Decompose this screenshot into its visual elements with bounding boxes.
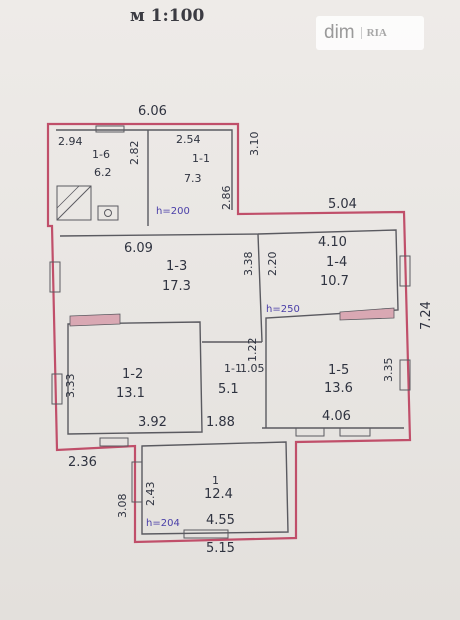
dim-2-86: 2.86 <box>220 186 233 211</box>
room-id-1-1a: 1-1 <box>192 152 210 165</box>
dim-2-20: 2.20 <box>266 252 279 277</box>
outer-wall <box>46 122 412 544</box>
oven-left-icon <box>69 313 121 327</box>
inner-walls <box>56 129 404 535</box>
dim-2-54: 2.54 <box>176 133 201 146</box>
dim-4-10: 4.10 <box>318 235 347 250</box>
room-area-1-3: 17.3 <box>162 279 191 294</box>
window-marks <box>49 125 411 539</box>
room-id-1-6: 1-6 <box>92 148 110 161</box>
dim-3-38: 3.38 <box>242 252 255 277</box>
dim-2-82: 2.82 <box>128 141 141 166</box>
room-id-1-1b: 1-1 <box>224 362 242 375</box>
dim-2-94: 2.94 <box>58 135 83 148</box>
room-id-1: 1 <box>212 474 219 487</box>
dim-5-15: 5.15 <box>206 541 235 556</box>
scale-label: м 1:100 <box>130 6 205 26</box>
dim-3-92: 3.92 <box>138 415 167 430</box>
room-id-1-2: 1-2 <box>122 367 143 382</box>
room-area-1-5: 13.6 <box>324 381 353 396</box>
room-area-1-1b: 5.1 <box>218 382 239 397</box>
dim-2-43: 2.43 <box>144 482 157 507</box>
height-h200: h=200 <box>156 206 190 217</box>
room-area-1-6: 6.2 <box>94 166 112 179</box>
dim-5-04: 5.04 <box>328 197 357 212</box>
dim-1-22: 1.22 <box>246 338 259 363</box>
dim-top-width: 6.06 <box>138 104 167 119</box>
dim-1-88: 1.88 <box>206 415 235 430</box>
stove-icon <box>97 205 119 221</box>
dim-3-10: 3.10 <box>248 132 261 157</box>
dim-3-33: 3.33 <box>64 374 77 399</box>
height-h204: h=204 <box>146 518 180 529</box>
watermark-logo: dim RIA <box>316 16 424 50</box>
dim-1-05: 1.05 <box>240 362 265 375</box>
dim-4-06: 4.06 <box>322 409 351 424</box>
dim-4-55: 4.55 <box>206 513 235 528</box>
room-area-1-4: 10.7 <box>320 274 349 289</box>
room-id-1-4: 1-4 <box>326 255 347 270</box>
logo-brand: dim <box>324 22 355 43</box>
room-area-1: 12.4 <box>204 487 233 502</box>
dim-3-08: 3.08 <box>116 494 129 519</box>
dim-2-36: 2.36 <box>68 455 97 470</box>
room-area-1-2: 13.1 <box>116 386 145 401</box>
height-h250: h=250 <box>266 304 300 315</box>
dim-3-35: 3.35 <box>382 358 395 383</box>
dim-6-09: 6.09 <box>124 241 153 256</box>
room-id-1-3: 1-3 <box>166 259 187 274</box>
room-area-1-1a: 7.3 <box>184 172 202 185</box>
room-id-1-5: 1-5 <box>328 363 349 378</box>
logo-suffix: RIA <box>360 27 387 39</box>
oven-right-icon <box>339 307 395 321</box>
stair-icon <box>56 185 92 221</box>
dim-7-24: 7.24 <box>419 301 434 330</box>
